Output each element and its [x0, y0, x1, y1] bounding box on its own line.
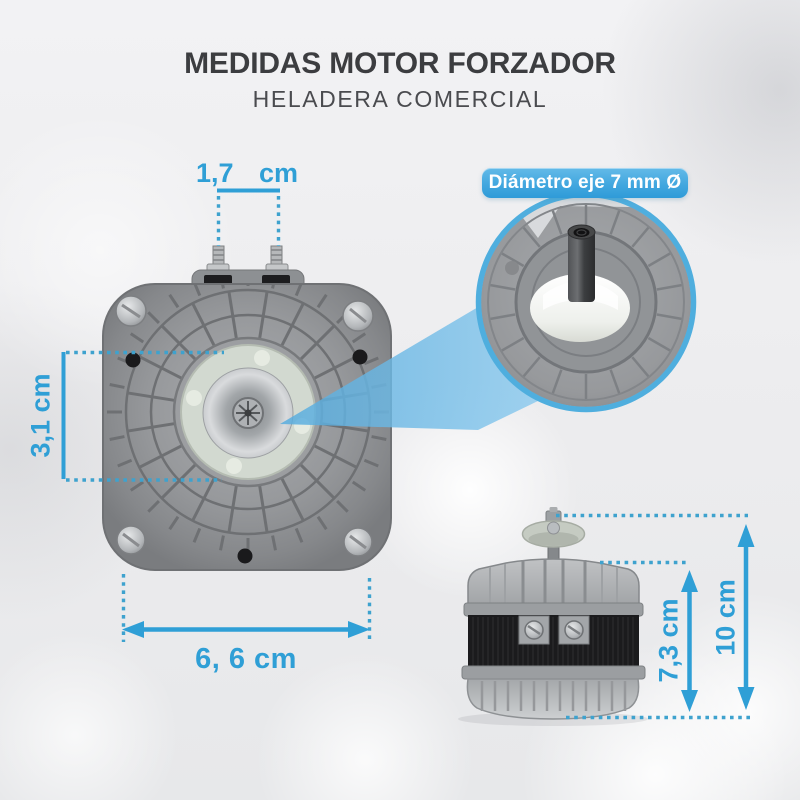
terminal-spacing-unit: cm — [258, 158, 298, 188]
motor-front-photo — [102, 245, 392, 571]
magnifier-callout-wedge — [280, 300, 540, 430]
dimension-mount-height — [61, 350, 224, 482]
terminal-spacing-value: 1,7 — [196, 158, 234, 188]
dimension-terminal-spacing — [216, 188, 281, 246]
body-width-label: 6, 6 cm — [195, 643, 297, 675]
motor-hub — [180, 344, 316, 480]
dimension-body-height — [600, 560, 698, 712]
body-height-label: 7,3 cm — [653, 598, 684, 683]
total-height-label: 10 cm — [710, 579, 741, 656]
motor-side-photo — [458, 507, 648, 726]
dimension-body-width — [121, 574, 372, 642]
page-subtitle: HELADERA COMERCIAL — [252, 86, 548, 112]
dimension-total-height — [556, 513, 755, 720]
page-title: MEDIDAS MOTOR FORZADOR — [184, 47, 616, 80]
shaft-diameter-badge: Diámetro eje 7 mm Ø — [482, 168, 688, 198]
shaft-diameter-badge-label: Diámetro eje 7 mm Ø — [488, 172, 682, 193]
magnifier-inset-photo — [475, 191, 697, 413]
mount-height-label: 3,1 cm — [25, 373, 56, 458]
mounting-screws — [115, 295, 374, 564]
terminal-spacing-label: 1,7 cm — [196, 158, 298, 189]
